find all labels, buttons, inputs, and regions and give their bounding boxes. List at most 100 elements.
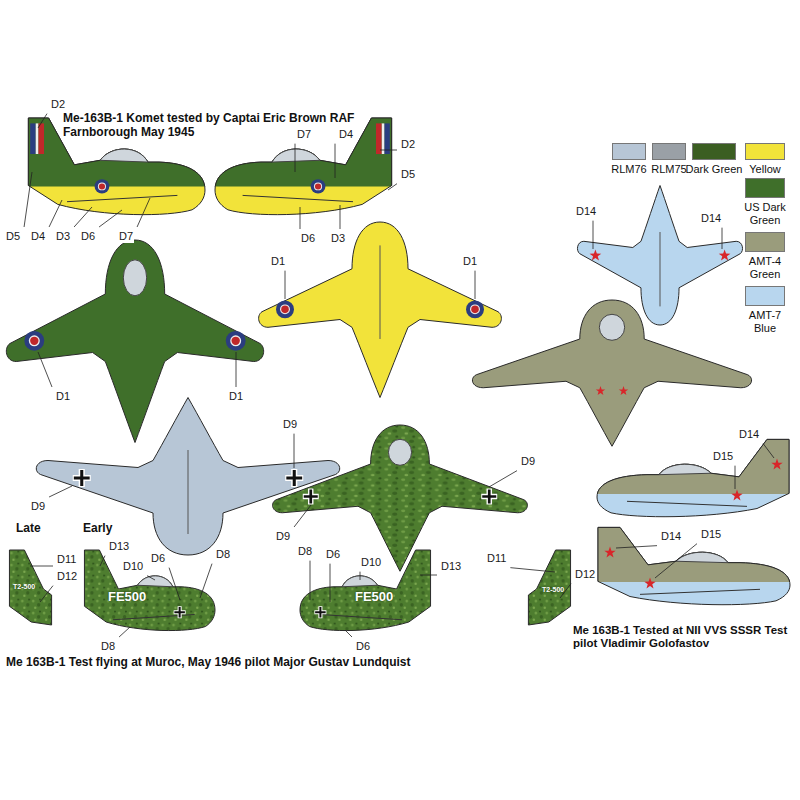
legend-swatch bbox=[745, 143, 785, 160]
canopy bbox=[388, 439, 411, 465]
legend-swatch bbox=[652, 143, 686, 160]
cross-marking bbox=[174, 606, 186, 618]
red-star bbox=[604, 547, 615, 558]
fin-flash bbox=[376, 123, 382, 154]
canopy bbox=[100, 149, 148, 162]
legend-text: RLM76 bbox=[611, 163, 646, 176]
leader-line bbox=[388, 184, 397, 190]
top-view bbox=[273, 425, 528, 571]
callout-number: D14 bbox=[575, 205, 597, 218]
fin bbox=[528, 550, 570, 625]
canopy bbox=[676, 552, 728, 562]
leader-line bbox=[74, 207, 92, 227]
leader-line bbox=[475, 271, 476, 299]
leader-line bbox=[38, 352, 52, 387]
callout-number: D4 bbox=[30, 230, 46, 243]
leader-line bbox=[340, 205, 341, 229]
callout-number: D14 bbox=[738, 428, 760, 441]
leader-line bbox=[616, 546, 657, 548]
callout-number: D1 bbox=[270, 255, 286, 268]
leader-line bbox=[489, 471, 517, 487]
leader-line bbox=[345, 630, 352, 637]
fuselage-upper bbox=[598, 527, 790, 582]
red-star bbox=[719, 249, 731, 260]
planform bbox=[472, 300, 751, 446]
planform bbox=[273, 425, 528, 571]
serial-marking: T2-500 bbox=[13, 583, 35, 591]
leader-line bbox=[200, 564, 212, 598]
leader-line bbox=[360, 572, 361, 580]
cross-marking bbox=[303, 489, 319, 505]
leader-line bbox=[420, 575, 437, 576]
red-star bbox=[596, 386, 605, 395]
side-view bbox=[598, 527, 790, 604]
serial-marking: FE500 bbox=[355, 590, 393, 605]
fin-flash bbox=[384, 123, 390, 154]
red-star bbox=[644, 578, 655, 589]
callout-number: D10 bbox=[122, 560, 144, 573]
legend-text: Dark Green bbox=[686, 163, 743, 176]
wing-line bbox=[640, 589, 760, 594]
skid-line bbox=[660, 232, 661, 306]
callout-number: D1 bbox=[462, 255, 478, 268]
leader-line bbox=[763, 444, 774, 458]
leader-line bbox=[593, 221, 594, 249]
planform bbox=[6, 240, 263, 443]
leader-line bbox=[49, 486, 72, 497]
leader-line bbox=[236, 352, 237, 387]
callout-number: D9 bbox=[30, 500, 46, 513]
callout-number: D13 bbox=[108, 540, 130, 553]
leader-line bbox=[119, 627, 130, 637]
wing-line bbox=[627, 501, 747, 506]
leader-line bbox=[335, 144, 336, 178]
under-view bbox=[36, 398, 339, 556]
legend-text: US Dark Green bbox=[737, 201, 793, 227]
fin bbox=[9, 550, 51, 625]
leader-line bbox=[510, 568, 555, 572]
callout-number: D1 bbox=[228, 390, 244, 403]
callout-number: D1 bbox=[55, 390, 71, 403]
legend-swatch bbox=[612, 143, 646, 160]
legend-text: AMT-4 Green bbox=[737, 255, 793, 281]
leader-line bbox=[40, 586, 53, 602]
roundel bbox=[276, 300, 294, 318]
legend-text: RLM75 bbox=[651, 163, 686, 176]
fin-flash bbox=[38, 123, 44, 154]
callout-number: D5 bbox=[5, 230, 21, 243]
legend-swatch bbox=[745, 286, 785, 306]
callout-number: D5 bbox=[400, 168, 416, 181]
serial-marking: FE500 bbox=[108, 590, 146, 605]
canopy bbox=[272, 149, 320, 162]
fin-flash bbox=[30, 123, 36, 154]
cross-marking bbox=[285, 469, 303, 487]
callout-number: D8 bbox=[100, 640, 116, 653]
red-star bbox=[619, 386, 628, 395]
planform bbox=[36, 398, 339, 556]
leader-line bbox=[169, 568, 180, 600]
leader-line bbox=[285, 271, 286, 299]
version-label: Late bbox=[15, 522, 42, 536]
under-view bbox=[259, 222, 502, 398]
roundel bbox=[95, 179, 110, 193]
wing-line bbox=[320, 615, 402, 620]
callout-number: D8 bbox=[297, 545, 313, 558]
callout-number: D12 bbox=[574, 568, 596, 581]
side-view bbox=[84, 550, 215, 631]
wing-line bbox=[243, 195, 353, 201]
serial-marking: T2-500 bbox=[542, 586, 564, 594]
leader-line bbox=[330, 564, 331, 602]
leader-line bbox=[735, 466, 736, 489]
late-fin bbox=[528, 550, 570, 625]
top-view bbox=[6, 240, 263, 443]
callout-number: D11 bbox=[56, 553, 77, 566]
leader-line bbox=[38, 114, 47, 128]
callout-number: D6 bbox=[325, 548, 341, 561]
legend-swatch bbox=[745, 178, 785, 198]
leader-line bbox=[294, 505, 311, 527]
callout-number: D13 bbox=[440, 560, 462, 573]
cross-marking bbox=[481, 489, 497, 505]
leader-line bbox=[310, 561, 311, 600]
leader-line bbox=[295, 144, 296, 172]
cross-marking bbox=[314, 606, 326, 618]
